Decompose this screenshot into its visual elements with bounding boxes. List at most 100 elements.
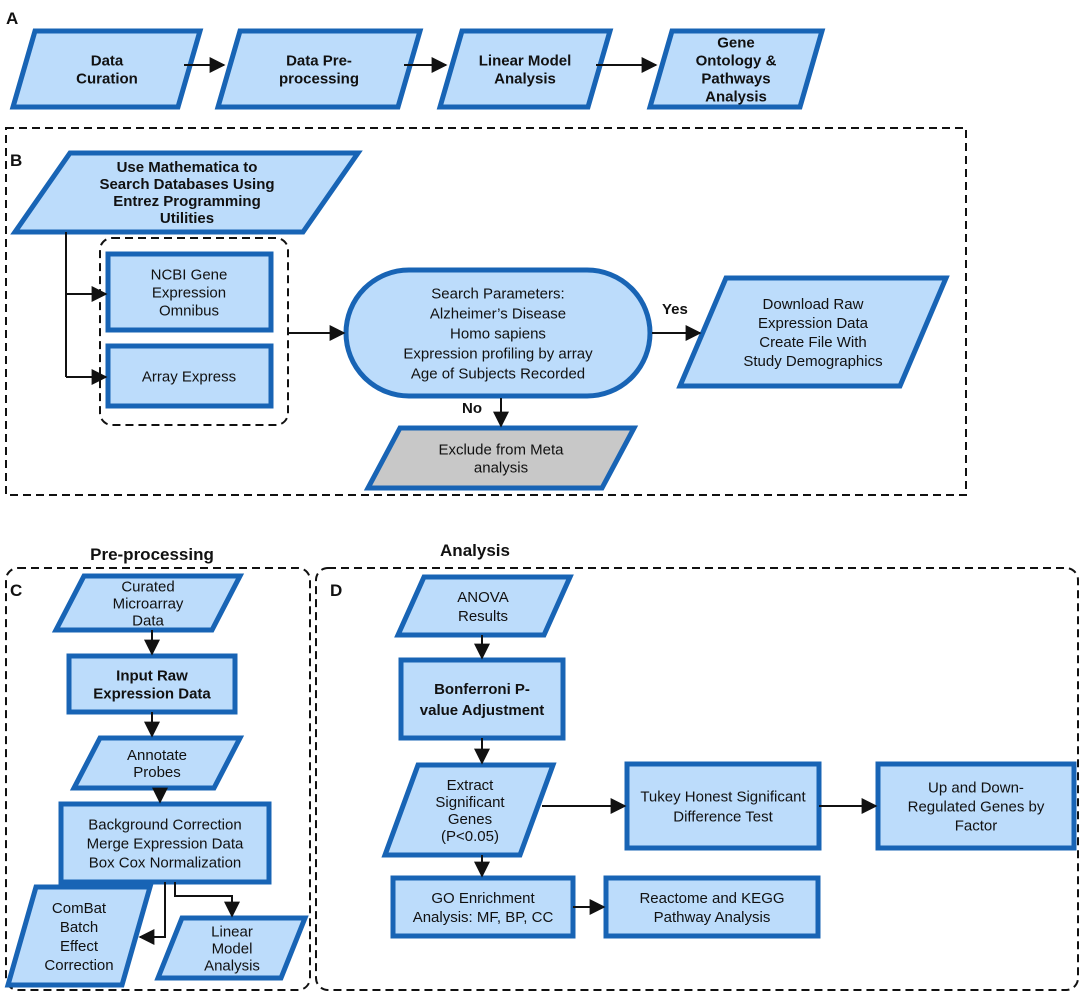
label-line: Download Raw: [763, 296, 864, 313]
download-raw-shape: [676, 275, 950, 389]
label-line: Tukey Honest Significant: [640, 788, 806, 805]
label-line: Age of Subjects Recorded: [411, 365, 585, 382]
label-line: Exclude from Meta: [438, 441, 564, 458]
extract-significant-shape: [381, 762, 557, 858]
go-pathways-shape: [646, 28, 826, 110]
combat-shape: [4, 884, 154, 988]
label-line: Create File With: [759, 334, 867, 351]
label-line: Expression: [152, 284, 226, 301]
panel-d-frame: [315, 567, 1079, 991]
label-line: Data: [91, 52, 124, 69]
data-preprocessing-shape: [214, 28, 424, 110]
label-line: Analysis: [204, 957, 260, 974]
panel-label-b: B: [10, 151, 22, 170]
panel-b-frame: [5, 127, 967, 496]
label-line: Analysis: [494, 70, 556, 87]
search-parameters-shape: [343, 267, 653, 399]
label-line: Omnibus: [159, 302, 219, 319]
search-databases-shape: [10, 150, 363, 235]
tukey-shape: [624, 761, 822, 851]
go-enrichment-shape: [390, 875, 576, 939]
label-line: Entrez Programming: [113, 193, 261, 210]
bonferroni-label: Bonferroni P-value Adjustment: [420, 681, 544, 719]
label-line: Background Correction: [88, 816, 241, 833]
label-line: Effect: [60, 938, 99, 955]
label-line: Curated: [121, 578, 174, 595]
panel-c-frame: [5, 567, 311, 991]
label-line: Annotate: [127, 747, 187, 764]
label-line: Search Databases Using: [99, 176, 274, 193]
label-line: Box Cox Normalization: [89, 854, 242, 871]
input-raw-shape: [66, 653, 238, 715]
array-express-shape: [105, 343, 274, 409]
panel-label-c: C: [10, 581, 22, 600]
exclude-shape: [363, 425, 639, 491]
panel-label-d: D: [330, 581, 342, 600]
label-line: Factor: [955, 817, 998, 834]
label-line: Microarray: [113, 595, 184, 612]
label-line: Data Pre-: [286, 52, 352, 69]
ncbi-geo-shape: [105, 251, 274, 333]
label-line: Merge Expression Data: [87, 835, 244, 852]
array-express-label: Array Express: [142, 368, 236, 385]
no-label: No: [462, 400, 482, 417]
label-line: Up and Down-: [928, 779, 1024, 796]
label-line: Linear Model: [479, 52, 572, 69]
label-line: Genes: [448, 811, 492, 828]
label-line: (P<0.05): [441, 828, 499, 845]
label-line: Study Demographics: [743, 353, 882, 370]
label-line: Pathways: [701, 70, 770, 87]
yes-label: Yes: [662, 301, 688, 318]
data-preprocessing-label: Data Pre-processing: [279, 52, 359, 87]
label-line: value Adjustment: [420, 702, 544, 719]
label-line: GO Enrichment: [431, 890, 535, 907]
sources-group-frame: [99, 237, 289, 426]
label-line: Search Parameters:: [431, 285, 564, 302]
annotate-probes-shape: [69, 735, 245, 791]
label-line: Homo sapiens: [450, 325, 546, 342]
label-line: Ontology &: [696, 52, 777, 69]
label-line: Use Mathematica to: [117, 159, 258, 176]
label-line: Reactome and KEGG: [639, 890, 784, 907]
label-line: Curation: [76, 70, 138, 87]
label-line: Correction: [44, 957, 113, 974]
label-line: Results: [458, 608, 508, 625]
label-line: Probes: [133, 764, 181, 781]
label-line: Gene: [717, 34, 755, 51]
label-line: Difference Test: [673, 808, 773, 825]
heading-analysis: Analysis: [440, 541, 510, 560]
label-line: ComBat: [52, 900, 107, 917]
label-line: Pathway Analysis: [654, 909, 771, 926]
label-line: Expression Data: [758, 315, 869, 332]
label-line: Analysis: MF, BP, CC: [413, 909, 554, 926]
label-line: Extract: [447, 777, 495, 794]
up-down-regulated-shape: [875, 761, 1077, 851]
panel-frames: [5, 127, 1079, 991]
arrow-background-linear: [174, 882, 240, 918]
panel-label-a: A: [6, 9, 18, 28]
label-line: processing: [279, 70, 359, 87]
label-line: Utilities: [160, 210, 214, 227]
label-line: Input Raw: [116, 667, 188, 684]
label-line: Analysis: [705, 88, 767, 105]
